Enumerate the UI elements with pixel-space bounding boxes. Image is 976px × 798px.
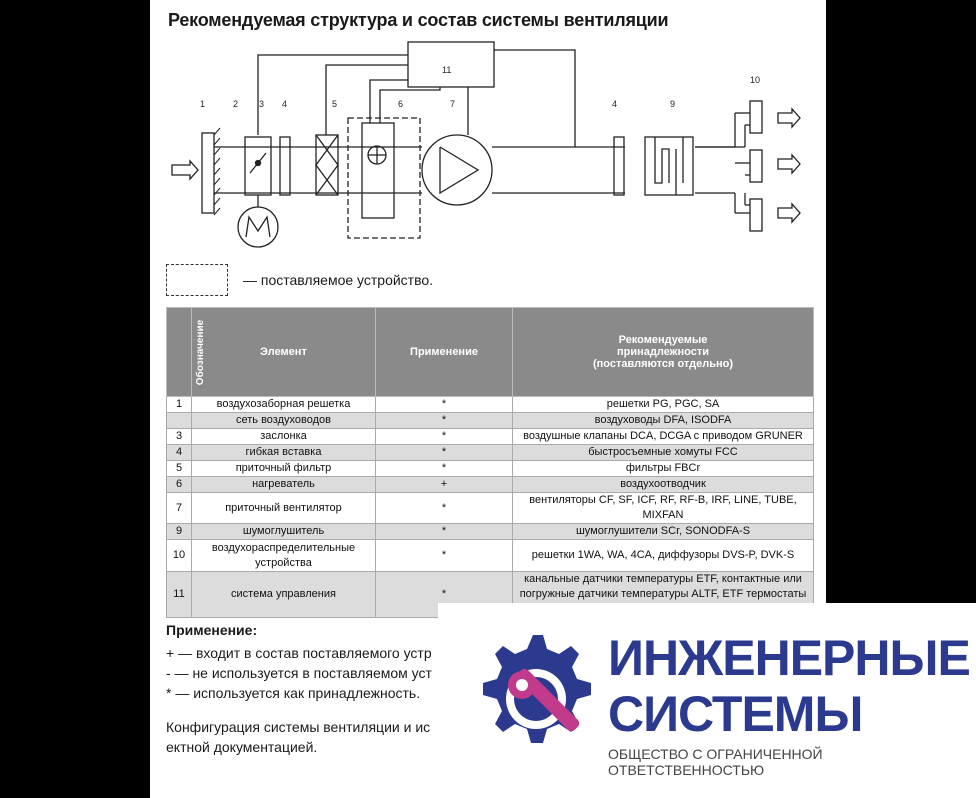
label-5: 5 [332, 99, 337, 109]
gear-wrench-icon [483, 635, 591, 743]
logo-subtitle: ОБЩЕСТВО С ОГРАНИЧЕННОЙ ОТВЕТСТВЕННОСТЬЮ [608, 746, 823, 778]
table-header-row: Обозначение Элемент Применение Рекоменду… [166, 307, 814, 397]
label-1: 1 [200, 99, 205, 109]
label-11: 11 [442, 65, 451, 75]
header-application: Применение [375, 307, 513, 397]
notes-heading: Применение: [166, 622, 258, 638]
notes-block: Применение: + — входит в состав поставля… [166, 620, 432, 757]
legend-text: — поставляемое устройство. [243, 272, 434, 288]
note-line: Конфигурация системы вентиляции и ис [166, 719, 431, 735]
header-element: Элемент [191, 307, 376, 397]
header-accessories: Рекомендуемые принадлежности (поставляют… [512, 307, 814, 397]
label-10: 10 [750, 75, 760, 85]
label-9: 9 [670, 99, 675, 109]
note-line: + — входит в состав поставляемого устр [166, 645, 432, 661]
ventilation-schematic: 1 2 3 4 5 6 7 11 4 9 10 [171, 41, 801, 248]
label-7: 7 [450, 99, 455, 109]
page-title: Рекомендуемая структура и состав системы… [168, 10, 669, 30]
logo-title-line-1: ИНЖЕНЕРНЫЕ [608, 630, 971, 686]
label-2: 2 [233, 99, 238, 109]
header-designation: Обозначение [166, 307, 206, 397]
note-line: ектной документацией. [166, 739, 318, 755]
label-6: 6 [398, 99, 403, 109]
specification-table: Обозначение Элемент Применение Рекоменду… [166, 307, 814, 618]
note-line: - — не используется в поставляемом уст [166, 665, 432, 681]
label-3: 3 [259, 99, 264, 109]
supplied-device-legend-box [166, 264, 228, 296]
table-row: сеть воздуховодов*воздуховоды DFA, ISODF… [166, 412, 814, 429]
note-line: * — используется как принадлежность. [166, 685, 421, 701]
company-logo-overlay: ИНЖЕНЕРНЫЕ СИСТЕМЫ ОБЩЕСТВО С ОГРАНИЧЕНН… [438, 603, 976, 798]
logo-title-line-2: СИСТЕМЫ [608, 686, 863, 742]
label-4b: 4 [612, 99, 617, 109]
label-4: 4 [282, 99, 287, 109]
